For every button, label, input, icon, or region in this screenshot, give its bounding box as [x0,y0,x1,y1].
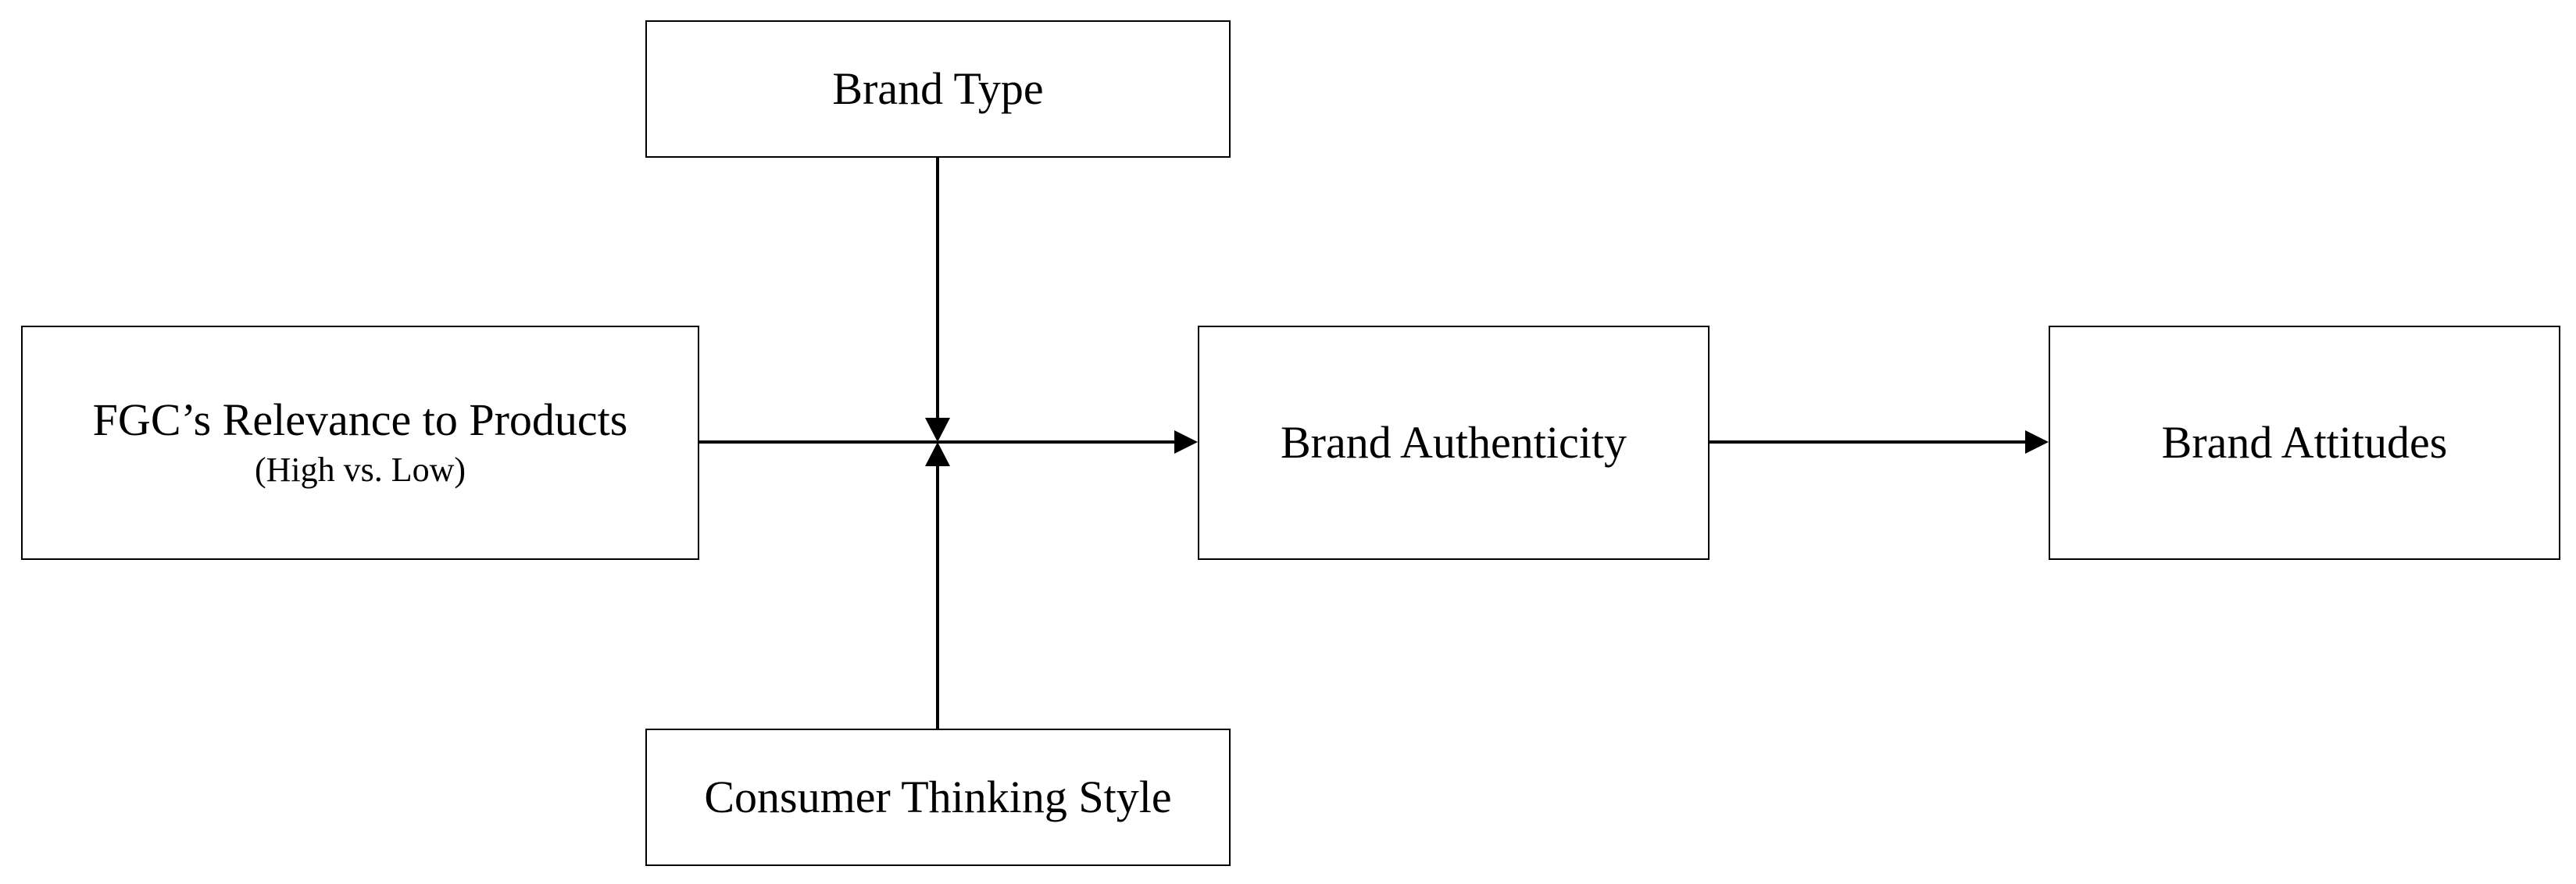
edge-fgc-to-authenticity-arrowhead [1174,430,1198,454]
node-brand-type: Brand Type [645,20,1231,158]
moderator-brand-type-arrowhead [925,418,950,442]
node-brand-authenticity-label: Brand Authenticity [1281,416,1627,468]
node-brand-attitudes: Brand Attitudes [2049,326,2560,560]
node-brand-authenticity: Brand Authenticity [1198,326,1710,560]
node-consumer-thinking-style-label: Consumer Thinking Style [704,771,1172,822]
node-consumer-thinking-style: Consumer Thinking Style [645,729,1231,866]
node-fgc-relevance-label: FGC’s Relevance to Products [92,394,628,446]
moderator-thinking-style-arrowhead [925,442,950,466]
node-brand-type-label: Brand Type [832,62,1044,114]
node-fgc-relevance-sublabel: (High vs. Low) [254,450,466,489]
edge-authenticity-to-attitudes-arrowhead [2025,430,2049,454]
node-fgc-relevance: FGC’s Relevance to Products (High vs. Lo… [21,326,699,560]
node-brand-attitudes-label: Brand Attitudes [2161,416,2448,468]
